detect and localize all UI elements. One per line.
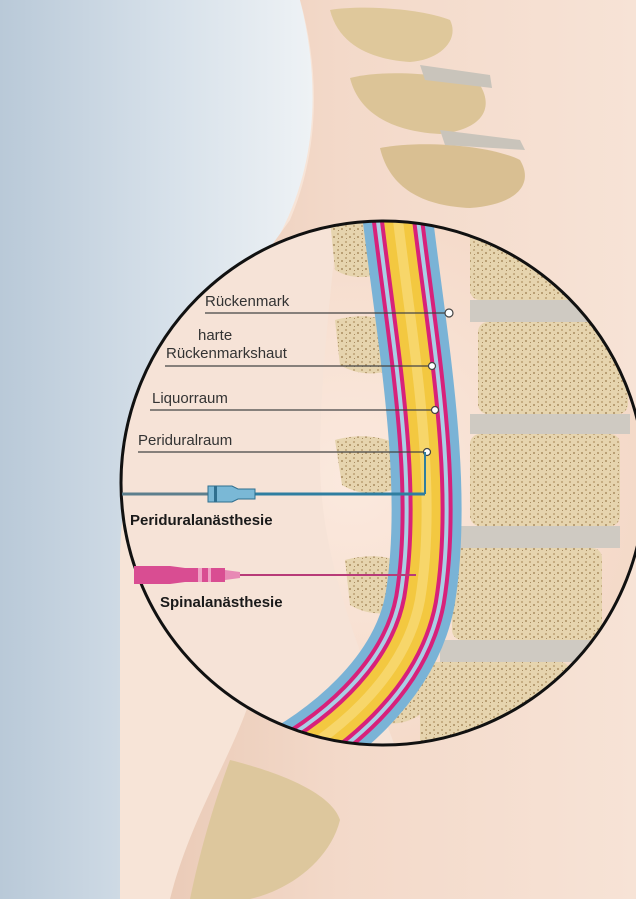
label-spinal-cord: Rückenmark	[205, 293, 290, 310]
label-dura-line1: harte	[198, 327, 232, 344]
label-epidural-anesthesia: Periduralanästhesie	[130, 512, 273, 529]
label-spinal-anesthesia: Spinalanästhesie	[160, 594, 283, 611]
label-epidural-space: Periduralraum	[138, 432, 232, 449]
label-csf-space: Liquorraum	[152, 390, 228, 407]
label-dura-line2: Rückenmarkshaut	[166, 345, 288, 362]
